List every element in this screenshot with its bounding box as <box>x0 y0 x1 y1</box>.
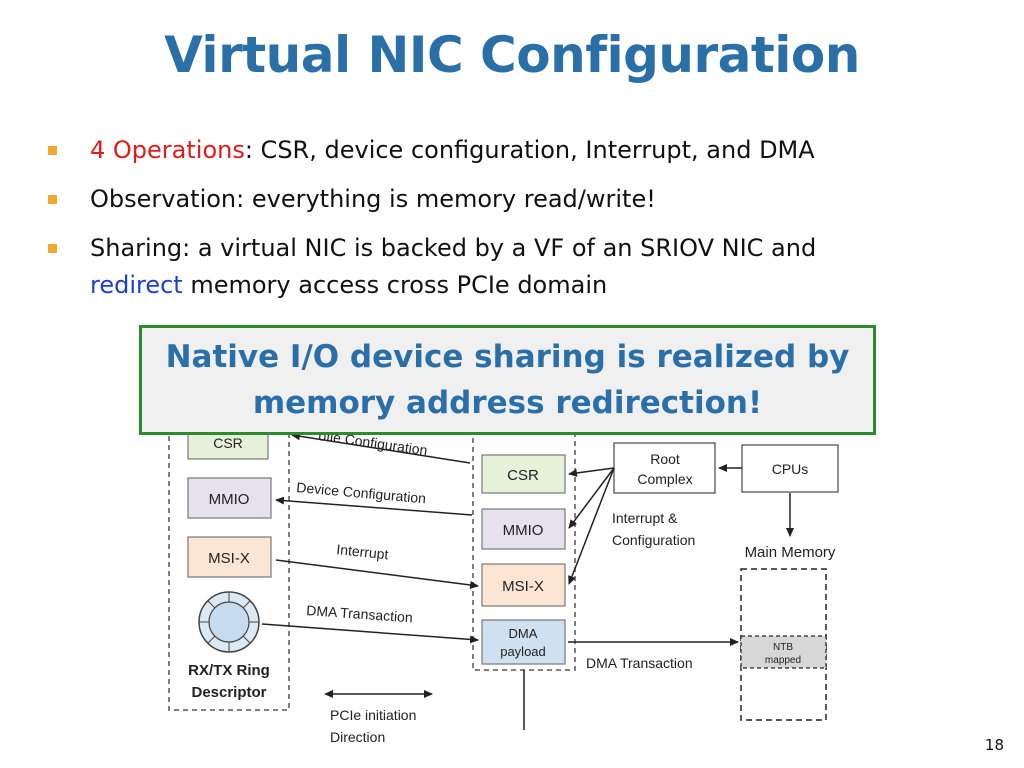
left-vf-column <box>168 410 290 711</box>
sharing-text-line2: memory access cross PCIe domain <box>182 271 608 299</box>
root-complex-line1: Root <box>650 451 680 467</box>
cpus-box <box>741 444 839 493</box>
main-memory-label: Main Memory <box>745 544 836 561</box>
middle-mmio-box <box>481 508 566 550</box>
left-msix-box <box>187 536 272 578</box>
sharing-text-line1: Sharing: a virtual NIC is backed by a VF… <box>90 234 817 262</box>
vnic-diagram: CSR MMIO MSI-X RX/TX Ring Descriptor CSR… <box>168 410 839 745</box>
device-config-arrow <box>275 496 473 516</box>
root-to-mmio-arrow <box>568 467 615 529</box>
dma-left-label: DMA Transaction <box>306 602 413 625</box>
interrupt-config-line1: Interrupt & <box>612 510 678 526</box>
interrupt-label: Interrupt <box>336 541 390 562</box>
ntb-label-line2: mapped <box>765 655 801 666</box>
operations-highlight: 4 Operations <box>90 136 245 164</box>
config-arrow <box>291 432 471 464</box>
bullet-observation: Observation: everything is memory read/w… <box>48 181 988 218</box>
middle-dma-box <box>481 619 566 665</box>
device-config-label: Device Configuration <box>296 479 427 506</box>
dma-left-arrow <box>261 623 479 644</box>
callout-line2: memory address redirection! <box>252 385 763 421</box>
root-to-msix-arrow <box>568 467 615 585</box>
root-to-csr-arrow <box>568 467 615 477</box>
callout-text: Native I/O device sharing is realized by… <box>166 334 850 426</box>
redirect-highlight: redirect <box>90 271 183 299</box>
dma-label-line1: DMA <box>509 626 538 641</box>
ring-label-line1: RX/TX Ring <box>188 662 270 679</box>
middle-csr-box <box>481 454 566 494</box>
operations-text: : CSR, device configuration, Interrupt, … <box>244 136 815 164</box>
dma-label-line2: payload <box>500 644 546 659</box>
ring-descriptor-icon <box>198 591 260 653</box>
legend-line1: PCIe initiation <box>330 707 416 723</box>
left-csr-label: CSR <box>213 435 243 451</box>
left-msix-label: MSI-X <box>208 550 250 567</box>
left-mmio-label: MMIO <box>209 491 250 508</box>
dma-right-label: DMA Transaction <box>586 655 693 671</box>
root-complex-box <box>613 442 716 494</box>
slide-title: Virtual NIC Configuration <box>164 26 860 84</box>
bullet-operations: 4 Operations: CSR, device configuration,… <box>48 132 988 169</box>
middle-msix-box <box>481 563 566 607</box>
bullet-square-icon <box>48 146 57 155</box>
interrupt-arrow <box>275 559 479 589</box>
ntb-label-line1: NTB <box>773 642 793 653</box>
ntb-mapped-box <box>740 635 827 669</box>
root-complex-line2: Complex <box>637 471 692 487</box>
bullet-square-icon <box>48 244 57 253</box>
middle-csr-label: CSR <box>507 467 539 484</box>
legend-line2: Direction <box>330 729 385 745</box>
middle-msix-label: MSI-X <box>502 578 544 595</box>
page-number: 18 <box>984 736 1004 754</box>
cpus-label: CPUs <box>772 461 809 477</box>
middle-mmio-label: MMIO <box>503 522 544 539</box>
left-mmio-box <box>187 477 272 519</box>
callout-line1: Native I/O device sharing is realized by <box>165 339 850 375</box>
bullet-list: 4 Operations: CSR, device configuration,… <box>48 132 988 316</box>
bullet-square-icon <box>48 195 57 204</box>
interrupt-config-line2: Configuration <box>612 532 695 548</box>
observation-text: Observation: everything is memory read/w… <box>90 185 656 213</box>
bullet-sharing: Sharing: a virtual NIC is backed by a VF… <box>48 230 988 304</box>
callout-box: Native I/O device sharing is realized by… <box>139 325 876 435</box>
ring-label-line2: Descriptor <box>191 684 266 701</box>
